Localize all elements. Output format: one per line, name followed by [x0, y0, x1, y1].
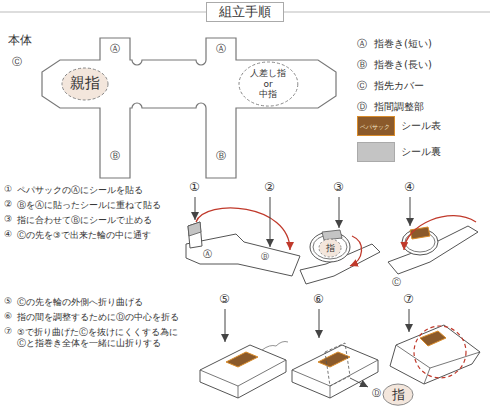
sticker-front	[420, 331, 446, 346]
thumb-area: 親指	[61, 67, 109, 101]
part-letter: Ⓐ	[203, 249, 212, 260]
pointer-arrow	[225, 309, 226, 342]
body-outline	[42, 38, 336, 178]
step-number: ②	[4, 199, 12, 210]
strap-piece	[186, 234, 300, 276]
step-callout: ⑦	[403, 292, 414, 306]
heading: 組立手順	[206, 2, 284, 22]
legend-text: シール裏	[401, 145, 441, 159]
motion-arrow	[350, 236, 362, 266]
step-number: ⑤	[4, 296, 12, 307]
part-letter: Ⓑ	[261, 252, 269, 262]
step-text: Ⓒの先を輪の外側へ折り曲げる	[17, 297, 143, 307]
pointer-arrow	[410, 197, 411, 226]
motion-arrow	[404, 216, 476, 250]
step-text: 指に合わせてⒷにシールで止める	[17, 215, 152, 225]
legend-entry: シール裏	[357, 142, 441, 162]
step-text: 指の間を調整するためにⒹの中心を折る	[17, 312, 179, 322]
node-ellipse	[383, 384, 413, 405]
legend-text: 指先カバー	[374, 80, 424, 92]
step-number: ③	[4, 214, 12, 225]
finger-area: 人差し指 or 中指	[238, 61, 299, 107]
node-text: 人差し指 or 中指	[248, 68, 288, 99]
fold-guide	[325, 343, 350, 386]
legend-text: 指間調整部	[374, 101, 424, 113]
step-callout: ②	[264, 180, 275, 194]
folded-piece	[390, 325, 480, 384]
legend-key: Ⓒ	[357, 80, 367, 92]
step-callout: ⑤	[219, 292, 230, 306]
step-text: Ⓒの先を③で出来た輪の中に通す	[17, 230, 151, 240]
step-number: ⑦	[4, 326, 12, 337]
strap-piece	[388, 226, 478, 274]
step-text: ⑤で折り曲げたⒸを抜けにくくする為に Ⓒと指巻き全体を一緒に山折りする	[17, 327, 185, 350]
sticker-front	[226, 352, 258, 367]
sticker-text: ペパサック	[360, 123, 390, 130]
step-callout: ③	[333, 180, 344, 194]
part-letter: Ⓐ	[216, 43, 226, 55]
fold-edge	[200, 360, 286, 398]
finger-mark: 指	[318, 238, 342, 258]
part-letter: Ⓒ	[392, 277, 401, 288]
step-number: ①	[4, 184, 12, 195]
pointer-arrow	[409, 309, 410, 332]
section-label: 本体	[8, 33, 32, 47]
step-callout: ④	[404, 180, 415, 194]
step-text: ペパサックのⒶにシールを貼る	[17, 185, 143, 195]
node-ellipse	[239, 62, 298, 106]
pointer-arrow	[270, 197, 271, 247]
step-number: ⑥	[4, 311, 12, 322]
legend-text: シール表	[401, 119, 441, 133]
leader-line	[350, 378, 368, 387]
part-letter: Ⓑ	[216, 150, 226, 162]
legend-text: 指巻き(長い)	[374, 59, 432, 71]
step-callout: ①	[189, 180, 200, 194]
part-letter: Ⓓ	[372, 388, 381, 399]
part-letter: Ⓐ	[110, 43, 120, 55]
part-letter: Ⓑ	[110, 150, 120, 162]
sticker-front	[410, 227, 430, 239]
part-letter: Ⓒ	[12, 56, 22, 68]
sticker-front	[318, 352, 350, 367]
node-text: 指	[392, 388, 405, 403]
fold-edge	[292, 360, 378, 398]
folded-piece	[292, 345, 378, 398]
legend-key: Ⓑ	[357, 59, 367, 71]
node-ellipse	[62, 68, 108, 100]
step-number: ④	[4, 229, 12, 240]
legend-key: Ⓓ	[357, 101, 367, 113]
node-text: 指	[326, 243, 335, 253]
pointer-arrow	[319, 309, 320, 338]
motion-arrow	[196, 208, 290, 250]
folded-piece	[200, 345, 286, 398]
step-text: ⒷをⒶに貼ったシールに重ねて貼る	[17, 200, 161, 210]
legend-text: 指巻き(短い)	[374, 38, 432, 50]
node-ellipse	[319, 239, 341, 257]
step-callout: ⑥	[313, 292, 324, 306]
sticker-back	[322, 230, 342, 240]
finger-outline	[262, 342, 288, 351]
node-text: 親指	[70, 75, 100, 92]
strap-tab	[188, 222, 202, 248]
legend-key: Ⓐ	[357, 38, 367, 50]
highlight-circle	[414, 326, 466, 378]
pointer-arrow	[195, 197, 196, 220]
finger-mark: 指	[382, 383, 414, 406]
pointer-arrow	[339, 197, 340, 228]
sticker-back	[188, 222, 201, 236]
legend-swatch	[357, 142, 395, 162]
